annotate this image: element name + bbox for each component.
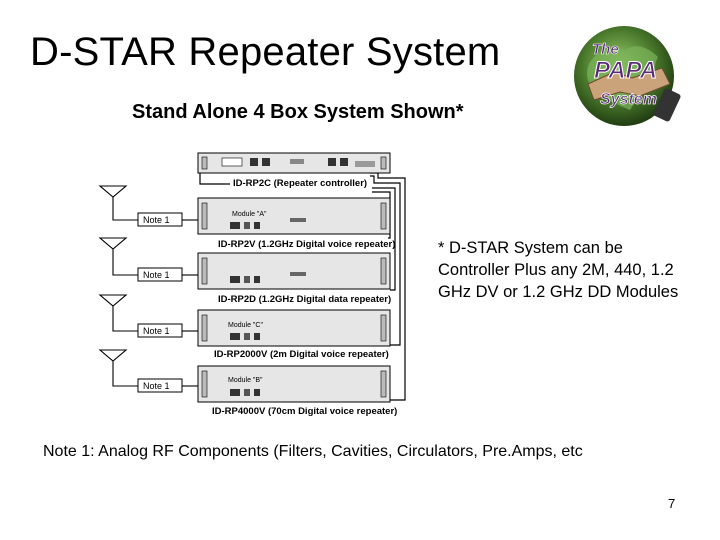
- footnote: Note 1: Analog RF Components (Filters, C…: [43, 443, 583, 460]
- unit-caption: ID-RP2000V (2m Digital voice repeater): [214, 349, 389, 360]
- slide-title: D-STAR Repeater System: [30, 30, 501, 74]
- unit-caption: ID-RP2V (1.2GHz Digital voice repeater): [218, 239, 395, 250]
- handshake-icon: [587, 67, 671, 101]
- page-number: 7: [668, 496, 676, 511]
- unit-rp2d: ID-RP2D (1.2GHz Digital data repeater): [197, 252, 391, 305]
- unit-caption: ID-RP2D (1.2GHz Digital data repeater): [218, 294, 391, 305]
- papa-system-logo: The PAPA System: [574, 26, 681, 126]
- antenna-icon: [98, 349, 128, 362]
- antenna-icon: [98, 185, 128, 198]
- note-box: Note 1: [137, 212, 183, 227]
- unit-rp4000v: Module "B" ID-RP4000V (70cm Digital voic…: [197, 365, 397, 417]
- antenna-chain-4: [98, 349, 198, 387]
- svg-text:Note 1: Note 1: [143, 326, 170, 336]
- system-note: * D-STAR System can be Controller Plus a…: [438, 239, 679, 301]
- logo-word-papa: PAPA: [594, 57, 657, 84]
- unit-caption: ID-RP2C (Repeater controller): [233, 178, 367, 189]
- module-label: Module "A": [232, 211, 267, 218]
- svg-text:Note 1: Note 1: [143, 215, 170, 225]
- unit-controller: ID-RP2C (Repeater controller): [197, 152, 391, 189]
- logo-word-the: The: [592, 41, 619, 58]
- antenna-chain-1: [98, 185, 198, 221]
- module-label: Module "C": [228, 322, 263, 329]
- svg-text:Note 1: Note 1: [143, 381, 170, 391]
- note-box: Note 1: [137, 378, 183, 393]
- unit-rp2v: Module "A" ID-RP2V (1.2GHz Digital voice…: [197, 197, 395, 250]
- slide-subtitle: Stand Alone 4 Box System Shown*: [132, 101, 464, 123]
- svg-text:Note 1: Note 1: [143, 270, 170, 280]
- note-box: Note 1: [137, 267, 183, 282]
- antenna-chain-3: [98, 294, 198, 332]
- radio-icon: [653, 88, 681, 122]
- note-box: Note 1: [137, 323, 183, 338]
- unit-caption: ID-RP4000V (70cm Digital voice repeater): [212, 406, 397, 417]
- logo-word-system: System: [600, 91, 657, 108]
- antenna-chain-2: [98, 237, 198, 276]
- unit-rp2000v: Module "C" ID-RP2000V (2m Digital voice …: [197, 309, 391, 360]
- antenna-icon: [98, 237, 128, 250]
- module-label: Module "B": [228, 377, 263, 384]
- antenna-icon: [98, 294, 128, 307]
